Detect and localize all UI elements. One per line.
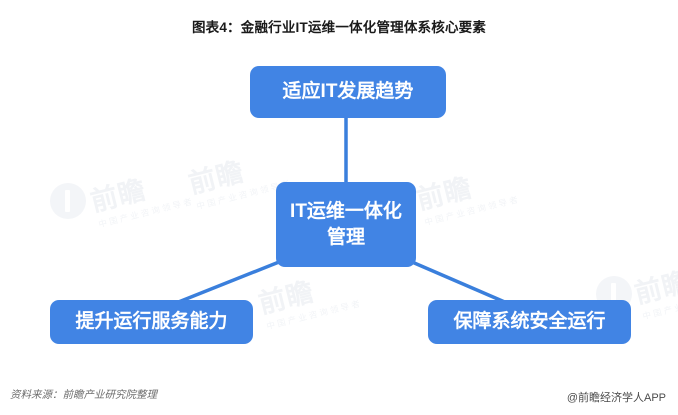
node-adapt-it-trend[interactable]: 适应IT发展趋势 [250,66,446,118]
page-title: 图表4：金融行业IT运维一体化管理体系核心要素 [191,20,487,35]
node-improve-service-capability[interactable]: 提升运行服务能力 [50,300,253,344]
connector-center-to-bottom-left [175,260,280,305]
connector-center-to-bottom-right [411,260,508,305]
source-note: 资料来源：前瞻产业研究院整理 [10,389,157,401]
node-ensure-system-security[interactable]: 保障系统安全运行 [428,300,631,344]
brand-credit: @前瞻经济学人APP [566,392,666,404]
node-it-integrated-ops-management[interactable]: IT运维一体化管理 [276,182,416,267]
